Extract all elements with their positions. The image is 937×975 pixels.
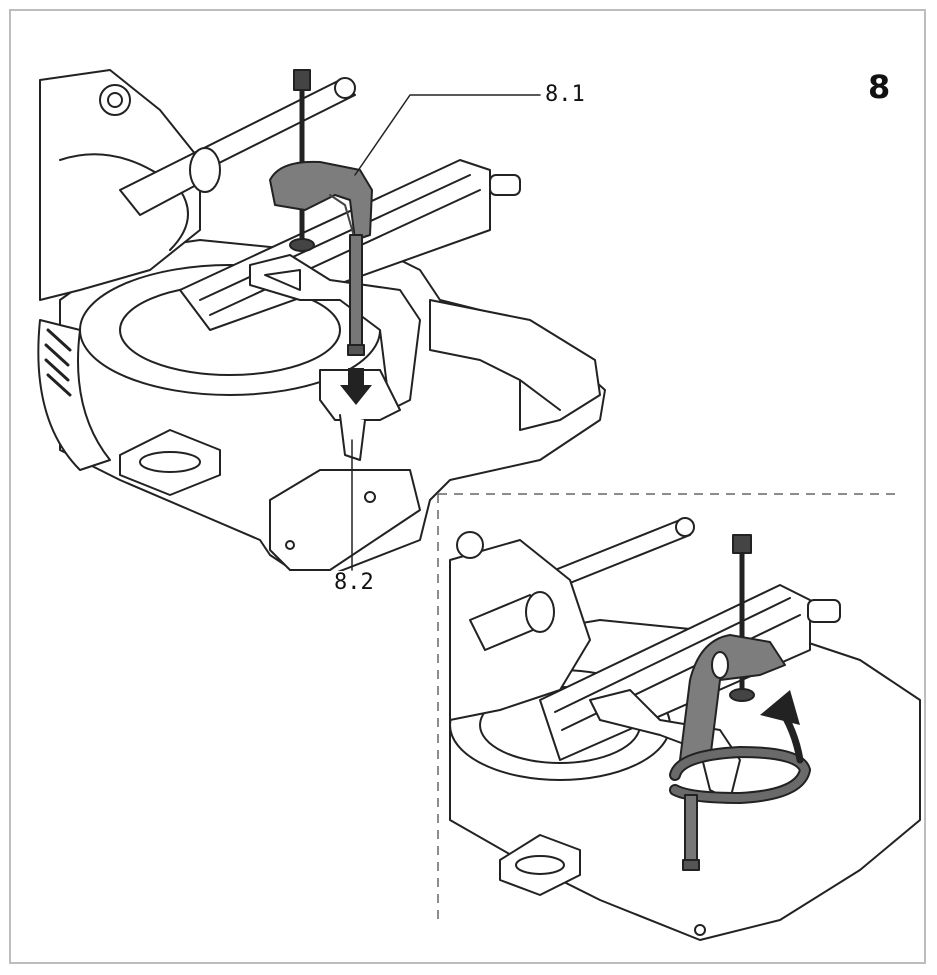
saw-head — [39, 69, 201, 301]
inset-clamp-body — [679, 634, 786, 761]
main-saw-drawing — [37, 69, 606, 571]
left-foot — [119, 429, 221, 496]
callout-label-8-1: 8.1 — [545, 82, 585, 107]
clamp-body — [269, 160, 373, 241]
figure-number: 8 — [868, 68, 891, 106]
insert-arrow — [340, 368, 372, 405]
callout-label-8-2: 8.2 — [334, 570, 374, 595]
right-extension — [429, 299, 601, 431]
blade-guard — [37, 319, 111, 471]
front-foot — [269, 469, 421, 571]
clamp-bracket — [249, 254, 421, 411]
inset-saw-drawing — [449, 517, 921, 941]
